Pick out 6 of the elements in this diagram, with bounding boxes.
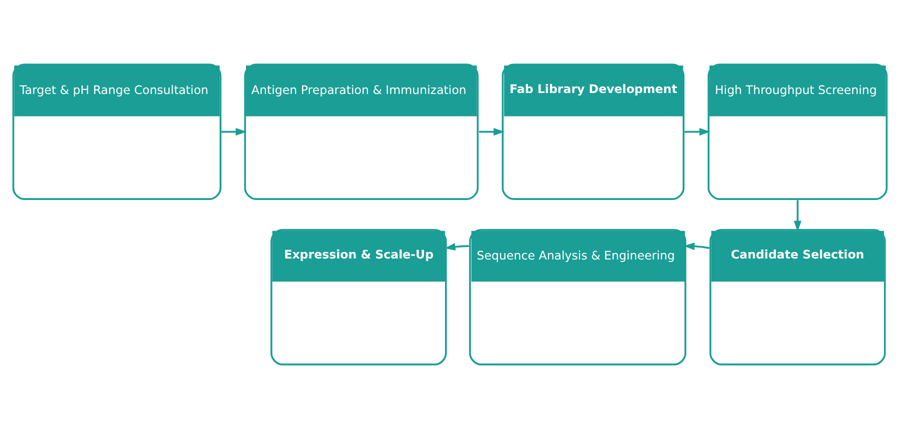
arrow <box>794 200 802 232</box>
arrow <box>684 242 710 250</box>
arrow <box>444 242 469 251</box>
arrow <box>684 128 710 136</box>
arrow <box>221 128 247 136</box>
arrow <box>479 128 505 136</box>
